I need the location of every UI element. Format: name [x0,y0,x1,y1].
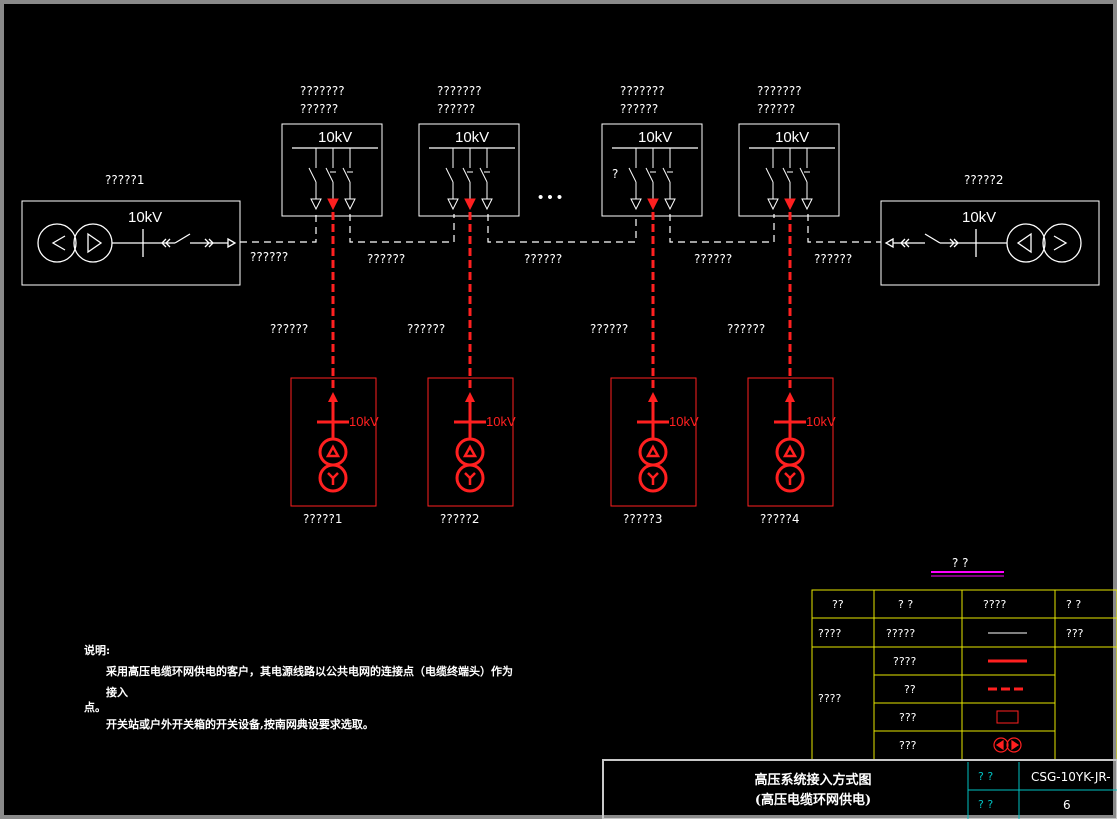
legend-public-name: ????? [886,627,915,640]
legend-header-3: ???? [983,598,1007,611]
customer-label: ?????3 [623,512,662,526]
customer-2: ?????? 10kV ?????2 [407,212,516,526]
switch-station-sublabel: ?????? [620,102,658,116]
terminal-arrow-icon [664,198,676,211]
source-left: ?????1 10kV [21,173,241,286]
switch-stations: ????????????? 10kV????????????? 10kV??????… [281,84,840,217]
legend-customer-row-2: ?? [904,683,916,696]
ellipsis: • • • [538,189,562,206]
source-left-voltage: 10kV [128,209,162,226]
terminal-arrow-icon [647,198,659,211]
legend-public-group: ???? [818,627,842,640]
switch-station-voltage: 10kV [318,129,352,146]
source-right-voltage: 10kV [962,209,996,226]
notes: 说明: 采用高压电缆环网供电的客户，其电源线路以公共电网的连接点（电缆终端头）作… [84,640,514,735]
source-left-generator-icon [37,223,237,263]
terminal-arrow-icon [464,198,476,211]
ring-cable-label-3: ?????? [524,252,562,266]
legend-customer-row-4: ??? [899,739,917,752]
branch-cable-label: ?????? [727,322,765,336]
transformer-icon [455,437,485,493]
legend-header-2: ? ? [898,598,913,611]
switch-station-voltage: 10kV [775,129,809,146]
switch-mark: ? [612,167,618,181]
switch-station-sublabel: ?????? [437,102,475,116]
switch-station-voltage: 10kV [455,129,489,146]
legend: ? ? ?? ? ? ???? ? ? ???? ????? ??? ???? … [811,556,1117,761]
notes-heading: 说明: [84,644,111,657]
ring-cable-label-1: ?????? [250,250,288,264]
notes-line-1b: 点。 [84,701,106,714]
drawing-title: 高压系统接入方式图 (高压电缆环网供电) [718,771,908,811]
terminal-arrow-icon [481,198,493,211]
terminal-arrow-icon [767,198,779,211]
legend-header-4: ? ? [1066,598,1081,611]
legend-customer-group: ???? [818,692,842,705]
branch-cable-label: ?????? [270,322,308,336]
transformer-icon [638,437,668,493]
switch-station-voltage: 10kV [638,129,672,146]
customer-voltage: 10kV [349,414,379,429]
ring-cable [240,214,881,243]
source-right: ?????2 10kV [880,173,1100,286]
terminal-arrow-icon [630,198,642,211]
drawing-title-line-2: (高压电缆环网供电) [754,793,872,808]
legend-header-1: ?? [832,598,844,611]
branch-cable-label: ?????? [407,322,445,336]
terminal-arrow-icon [447,198,459,211]
source-right-generator-icon [884,223,1082,263]
switch-station-3: ????????????? 10kV? [601,84,703,217]
terminal-arrow-icon [801,198,813,211]
terminal-arrow-icon [327,198,339,211]
legend-title: ? ? [952,556,969,570]
drawing-number: 6 [1063,798,1071,812]
customer-voltage: 10kV [486,414,516,429]
customer-label: ?????2 [440,512,479,526]
terminal-arrow-icon [784,198,796,211]
switch-station-4: ????????????? 10kV [738,84,840,217]
branch-cable-label: ?????? [590,322,628,336]
customer-voltage: 10kV [806,414,836,429]
switch-station-label: ??????? [437,84,482,98]
transformer-icon [775,437,805,493]
customer-substations: ?????? 10kV ?????1?????? 10kV ?????2?????? 10… [270,212,836,526]
switch-station-label: ??????? [757,84,802,98]
customer-1: ?????? 10kV ?????1 [270,212,379,526]
ring-cable-label-5: ?????? [814,252,852,266]
transformer-icon [318,437,348,493]
customer-label: ?????4 [760,512,799,526]
title-block-label-1: ? ? [978,770,993,783]
legend-generator-icon [993,737,1022,753]
switch-station-sublabel: ?????? [300,102,338,116]
source-right-label: ?????2 [964,173,1003,187]
customer-voltage: 10kV [669,414,699,429]
drawing-code: CSG-10YK-JR- [1031,770,1111,784]
notes-line-2: 开关站或户外开关箱的开关设备,按南网典设要求选取。 [106,718,374,731]
title-block: ? ? ? ? CSG-10YK-JR- 6 [602,759,1117,819]
terminal-arrow-icon [344,198,356,211]
switch-station-label: ??????? [300,84,345,98]
ring-cable-label-4: ?????? [694,252,732,266]
switch-station-2: ????????????? 10kV [418,84,520,217]
legend-box-icon [996,710,1019,724]
source-left-label: ?????1 [105,173,144,187]
terminal-arrow-icon [310,198,322,211]
legend-customer-row-3: ??? [899,711,917,724]
legend-public-remark: ??? [1066,627,1084,640]
customer-label: ?????1 [303,512,342,526]
switch-station-sublabel: ?????? [757,102,795,116]
drawing-title-line-1: 高压系统接入方式图 [754,773,872,788]
switch-station-label: ??????? [620,84,665,98]
legend-customer-row-1: ???? [893,655,917,668]
customer-3: ?????? 10kV ?????3 [590,212,699,526]
notes-line-1: 采用高压电缆环网供电的客户，其电源线路以公共电网的连接点（电缆终端头）作为接入 [106,665,513,699]
ring-cable-label-2: ?????? [367,252,405,266]
title-block-label-2: ? ? [978,798,993,811]
customer-4: ?????? 10kV ?????4 [727,212,836,526]
switch-station-1: ????????????? 10kV [281,84,383,217]
